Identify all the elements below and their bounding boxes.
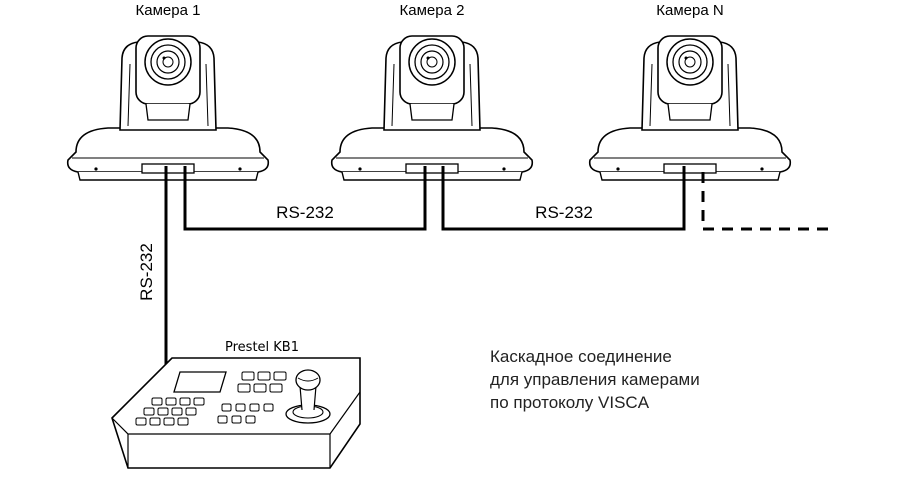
camera-n <box>588 35 792 181</box>
camera-n-label: Камера N <box>656 2 723 19</box>
rs232-label-vertical: RS-232 <box>137 243 156 301</box>
camera-1-label: Камера 1 <box>136 2 201 19</box>
caption-line-3: по протоколу VISCA <box>490 393 650 412</box>
camera-2 <box>330 35 534 181</box>
camera-2-label: Камера 2 <box>400 2 465 19</box>
keyboard-prestel-kb1 <box>111 357 361 469</box>
caption-line-2: для управления камерами <box>490 370 700 389</box>
link-cam2-camn <box>441 166 686 231</box>
link-cam1-cam2 <box>183 166 427 231</box>
link-camn-next <box>701 172 830 231</box>
camera-1 <box>66 35 270 181</box>
keyboard-label: Prestel KB1 <box>225 340 299 355</box>
rs232-wiring <box>164 166 830 368</box>
rs232-label-cam1-cam2: RS-232 <box>276 203 334 222</box>
rs232-label-cam2-camn: RS-232 <box>535 203 593 222</box>
caption-line-1: Каскадное соединение <box>490 347 672 366</box>
